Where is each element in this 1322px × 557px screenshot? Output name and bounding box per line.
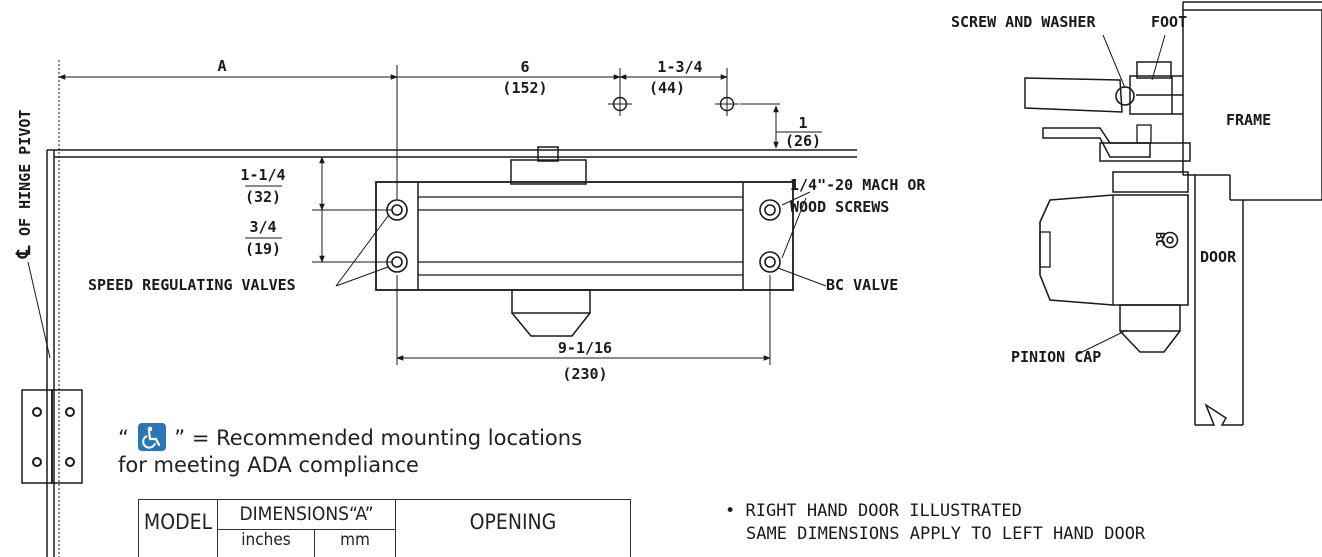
screws-label-line1: 1/4"-20 MACH OR <box>790 176 926 194</box>
side-view-labels: SCREW AND WASHER FOOT FRAME DOOR PINION … <box>951 13 1271 366</box>
arm-assembly <box>1024 61 1191 162</box>
dim-3-4-label: 3/4 <box>249 218 276 236</box>
ada-close-quote: ” <box>174 426 186 450</box>
dim-1-label: 1 <box>798 114 807 132</box>
hinge-pivot-centerline <box>46 60 60 557</box>
bc-side-label: BC <box>1153 232 1167 246</box>
ada-note-line2: for meeting ADA compliance <box>118 453 419 477</box>
table-header-mm: mm <box>314 528 396 557</box>
dim-1-1-4-label: 1-1/4 <box>240 166 285 184</box>
dimension-1: 1 (26) <box>773 105 822 150</box>
ada-open-quote: “ <box>118 426 129 450</box>
hinge <box>21 389 83 484</box>
callout-bc-valve: BC VALVE <box>777 267 898 294</box>
dimensions-table: MODEL DIMENSIONS“A” OPENING inches mm <box>138 499 631 557</box>
table-header-opening: OPENING <box>395 499 631 557</box>
ada-note: “ ” = Recommended mounting locations <box>118 423 582 453</box>
dim-32-label: (32) <box>245 188 281 206</box>
door-top-edge <box>47 149 857 158</box>
screws-label-line2: WOOD SCREWS <box>790 198 889 216</box>
dimension-vertical-left: 1-1/4 (32) 3/4 (19) <box>240 156 392 263</box>
table-header-model: MODEL <box>138 499 218 557</box>
hinge-pivot-label: OF HINGE PIVOT <box>16 110 34 236</box>
callout-speed-valves: SPEED REGULATING VALVES <box>88 215 389 294</box>
ada-note-text: = Recommended mounting locations <box>185 426 583 450</box>
screw-washer-label: SCREW AND WASHER <box>951 13 1096 31</box>
frame-side-view <box>1136 1 1322 201</box>
note-line-2: SAME DIMENSIONS APPLY TO LEFT HAND DOOR <box>746 524 1146 544</box>
dimension-6: 6 (152) <box>397 58 621 110</box>
dim-152-label: (152) <box>502 79 547 97</box>
mounting-hole-1 <box>608 92 632 116</box>
hinge-pivot-leader <box>27 261 51 359</box>
dim-44-label: (44) <box>649 79 685 97</box>
table-header-inches: inches <box>217 528 315 557</box>
dimension-a: A <box>58 57 398 200</box>
foot-label: FOOT <box>1151 13 1187 31</box>
hinge-pivot-label-group: ℄ OF HINGE PIVOT <box>13 110 35 259</box>
dim-19-label: (19) <box>245 240 281 258</box>
dimension-1-3-4: 1-3/4 (44) <box>619 58 728 110</box>
closer-side-body: BC <box>1039 171 1189 353</box>
pinion-cap-label: PINION CAP <box>1011 348 1101 366</box>
table-header-dimensions: DIMENSIONS“A” <box>217 499 396 530</box>
closer-body <box>375 146 794 337</box>
centerline-symbol: ℄ <box>13 245 35 259</box>
dimension-9-1-16: 9-1/16 (230) <box>396 275 771 383</box>
callout-screws: 1/4"-20 MACH OR WOOD SCREWS <box>781 176 926 259</box>
door-side-view <box>1194 175 1244 426</box>
note-line-1: • RIGHT HAND DOOR ILLUSTRATED <box>725 501 1022 521</box>
door-notes: • RIGHT HAND DOOR ILLUSTRATED SAME DIMEN… <box>725 500 1145 546</box>
mounting-hole-2 <box>715 92 780 116</box>
wheelchair-accessibility-icon <box>137 423 166 451</box>
dim-26-label: (26) <box>785 132 821 150</box>
dim-a-label: A <box>217 57 226 75</box>
bc-valve-label: BC VALVE <box>826 276 898 294</box>
body-screws <box>386 199 781 273</box>
dim-1-3-4-label: 1-3/4 <box>657 58 702 76</box>
dim-9-1-16-label: 9-1/16 <box>558 339 612 357</box>
dim-230-label: (230) <box>562 365 607 383</box>
frame-label: FRAME <box>1226 111 1271 129</box>
speed-valves-label: SPEED REGULATING VALVES <box>88 276 296 294</box>
dim-6-label: 6 <box>520 58 529 76</box>
door-label: DOOR <box>1200 248 1237 266</box>
